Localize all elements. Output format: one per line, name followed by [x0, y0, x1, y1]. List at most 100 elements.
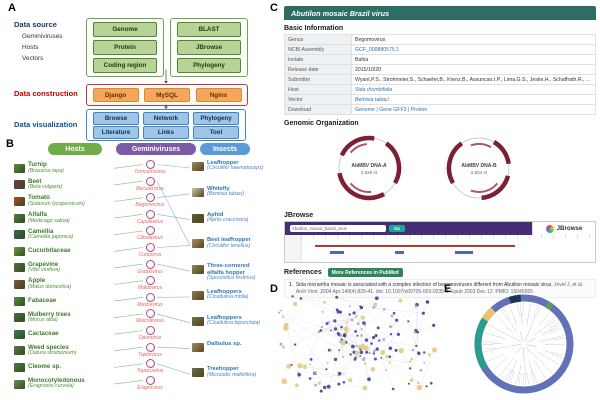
- network-edge: [344, 307, 362, 336]
- tree-leaf-branch: [509, 305, 514, 316]
- network-node: [380, 350, 386, 355]
- tree-leaf-branch: [487, 324, 498, 330]
- host-item: Alfalfa(Medicago sativa): [14, 210, 122, 227]
- genome-label: AbMBV DNA-A: [351, 163, 387, 169]
- network-node: [390, 314, 394, 318]
- jbrowse-search-input[interactable]: Abutilon_mosaic_Brazil_virus: [290, 225, 386, 232]
- network-node: [390, 325, 393, 329]
- host-text: Weed species(Datura stramonium): [28, 344, 77, 357]
- virus-item: Eragrovirus: [128, 375, 172, 393]
- jbrowse-genome-track: [315, 245, 515, 247]
- tech-chip: Nginx: [195, 88, 242, 102]
- network-edge: [282, 316, 351, 355]
- tree-branch: [534, 360, 541, 370]
- network-node: [388, 346, 393, 351]
- network-node: [295, 383, 299, 388]
- network-edge: [324, 302, 338, 310]
- network-node: [391, 387, 395, 391]
- virus-genus-name: Opunvirus: [138, 334, 162, 341]
- phylo-ring-segment: [508, 294, 522, 304]
- network-node: [337, 374, 340, 377]
- tree-branch: [528, 316, 536, 332]
- network-node: [425, 385, 428, 388]
- network-edge: [378, 327, 402, 351]
- tree-leaf-branch: [504, 370, 511, 381]
- network-edge: [338, 383, 365, 389]
- host-photo: [14, 346, 25, 356]
- insect-photo: [192, 316, 204, 326]
- info-value-link[interactable]: GCF_000880575.1: [355, 46, 400, 53]
- tree-leaf-branch: [533, 372, 538, 383]
- info-value-link[interactable]: Sida rhombifolia: [355, 86, 393, 93]
- viz-chip: Literature: [93, 125, 139, 139]
- references-heading: References: [284, 269, 322, 276]
- insect-text: Leafhoppers(Cicadulina mbila): [207, 289, 249, 301]
- network-node: [360, 343, 366, 349]
- jbrowse-sidebar: [285, 235, 302, 262]
- insect-item: Dalbulus sp.: [192, 341, 264, 367]
- jbrowse-logo-icon: [545, 224, 554, 233]
- host-latin-name: (Morus alba): [28, 317, 58, 324]
- genome-circle-icon: [145, 276, 155, 286]
- network-node: [314, 370, 318, 374]
- network-edge: [338, 311, 348, 323]
- network-node: [362, 385, 368, 391]
- info-value-link[interactable]: Genome | Gene GFF3 | Protein: [355, 106, 428, 113]
- virus-genus-name: Capulavirus: [136, 218, 164, 225]
- insect-latin-name: (Cicadulina mbila): [207, 294, 249, 301]
- host-text: Cactaceae: [28, 330, 59, 338]
- more-references-button[interactable]: More References in PubMed: [327, 268, 403, 277]
- network-node: [409, 367, 412, 370]
- network-edge: [408, 321, 417, 331]
- geminiviruses-column-header: Geminiviruses: [116, 143, 196, 155]
- network-node: [339, 310, 343, 314]
- network-node: [363, 362, 367, 365]
- host-photo: [14, 246, 25, 256]
- insects-column-header: Insects: [200, 143, 250, 155]
- host-text: Cleome sp.: [28, 364, 61, 371]
- jbrowse-screenshot: Abutilon_mosaic_Brazil_virus Go JBrowse: [284, 221, 596, 263]
- network-edge: [379, 334, 392, 341]
- insect-item: Whitefly(Bemisia tabaci): [192, 186, 264, 212]
- info-value-link[interactable]: Bemisia tabaci: [355, 96, 389, 103]
- insect-latin-name: (Spissistilus festinus): [207, 274, 256, 281]
- network-node: [370, 367, 376, 372]
- host-text: Cucurbitaceae: [28, 247, 71, 255]
- network-node: [333, 327, 338, 331]
- panel-b-label: B: [6, 138, 14, 150]
- network-node: [415, 344, 418, 348]
- network-node: [327, 348, 331, 352]
- network-edge: [354, 298, 377, 314]
- host-photo: [14, 163, 25, 173]
- info-value: Wyant,P.S., Strohmeier,S., Schaefer,B., …: [355, 76, 592, 83]
- network-node: [362, 358, 365, 362]
- network-node: [398, 298, 403, 303]
- genomic-organization-heading: Genomic Organization: [284, 120, 359, 127]
- network-node: [309, 358, 313, 361]
- host-photo: [14, 230, 25, 240]
- insect-latin-name: (Cicadulina bipunctata): [207, 320, 261, 327]
- network-node: [336, 332, 340, 335]
- insect-latin-name: (Aphis craccivora): [207, 216, 249, 223]
- network-node: [291, 295, 294, 298]
- tree-arc: [531, 372, 534, 374]
- network-edge: [361, 329, 372, 344]
- tech-chip: MySQL: [144, 88, 190, 102]
- reference-title[interactable]: Sida micrantha mosaic is associated with…: [295, 282, 553, 288]
- insect-photo: [192, 239, 204, 249]
- jbrowse-go-button[interactable]: Go: [389, 225, 405, 232]
- host-latin-name: (Solanum lycopersicum): [28, 200, 85, 207]
- panel-c-label: C: [270, 2, 278, 14]
- jbrowse-track-area: [285, 235, 595, 262]
- virus-item: Mulcrilevirus: [128, 309, 172, 326]
- insect-text: Three-cornered alfalfa hopper(Spissistil…: [207, 263, 264, 281]
- network-node: [348, 378, 353, 383]
- info-cell: 2015/10/20: [351, 64, 596, 75]
- host-item: Monocotyledonous(Eragrostis curvula): [14, 376, 122, 393]
- tree-leaf-branch: [518, 373, 521, 385]
- network-node: [314, 383, 317, 387]
- gene-arc: [384, 141, 402, 185]
- virus-item: Begomovirus: [128, 193, 172, 210]
- network-node: [425, 300, 429, 303]
